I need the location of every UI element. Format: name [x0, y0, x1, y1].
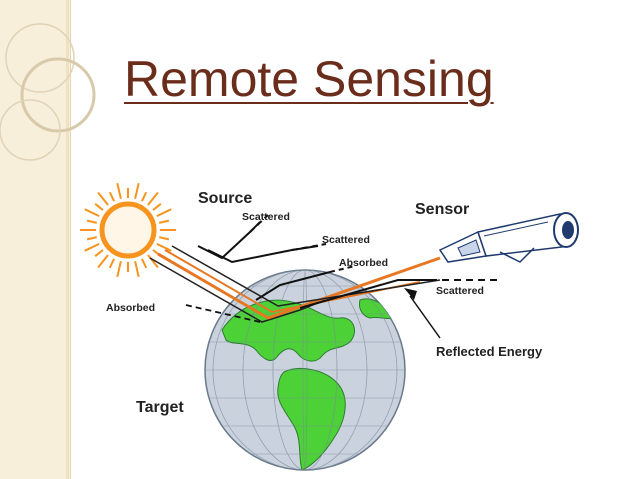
north-america-landmass: [221, 299, 355, 362]
sun-ray: [140, 191, 148, 202]
south-america-landmass: [277, 368, 346, 470]
sun-ray: [97, 191, 109, 206]
scatter-path-3: [299, 279, 430, 309]
deco-ring-middle: [20, 57, 96, 133]
sun-ray: [116, 182, 122, 200]
sun-ray: [84, 208, 100, 218]
reflected-energy-arrowhead: [404, 288, 417, 300]
sun-icon: [80, 182, 176, 278]
absorbed-dash-top: [329, 265, 356, 273]
label-scattered-2: Scattered: [322, 234, 370, 246]
label-scattered-3: Scattered: [436, 285, 484, 297]
label-sensor: Sensor: [415, 201, 469, 218]
reflected-ray-orange: [164, 249, 421, 314]
sun-ray: [134, 182, 140, 200]
sun-ray: [84, 242, 100, 252]
satellite-sensor-icon: [438, 212, 579, 263]
sun-ray: [97, 254, 109, 269]
sun-ray: [152, 203, 162, 211]
sun-ray: [86, 236, 98, 241]
absorbed-dash-left: [185, 304, 261, 323]
sun-ray: [140, 258, 148, 269]
label-reflected-energy: Reflected Energy: [436, 344, 543, 359]
label-scattered-1: Scattered: [242, 211, 290, 223]
sun-rays: [80, 182, 176, 278]
sun-ray: [147, 254, 159, 269]
sun-disc: [99, 201, 157, 259]
sun-ray: [156, 208, 172, 218]
globe-grid: [205, 270, 405, 470]
label-absorbed-2: Absorbed: [106, 302, 155, 314]
sensor-mount: [499, 247, 535, 263]
sun-ray: [94, 203, 104, 211]
scattered-dash-1: [249, 214, 269, 233]
incident-ray-orange: [157, 252, 441, 320]
reflected-energy-pointer: [409, 295, 441, 339]
deco-ring-top: [5, 23, 75, 93]
scatter-path-1: [197, 221, 261, 260]
reflected-ray-black: [171, 245, 441, 307]
decorative-rings: [0, 23, 96, 161]
label-source: Source: [198, 190, 252, 207]
sensor-panel-line: [483, 221, 549, 237]
sun-ray: [116, 260, 122, 278]
sun-ray: [108, 191, 116, 202]
slide-edge-panel: [0, 0, 71, 479]
slide-title: Remote Sensing: [124, 51, 494, 107]
europe-landmass: [359, 298, 393, 320]
sun-ray: [86, 219, 98, 224]
sun-ray: [94, 249, 104, 257]
scattered-dash-2: [291, 243, 327, 251]
sun-ray: [158, 236, 170, 241]
sun-ray: [156, 242, 172, 252]
sun-ray: [108, 258, 116, 269]
sun-ray: [158, 219, 170, 224]
sun-ray: [134, 260, 140, 278]
deco-ring-bottom: [0, 99, 61, 161]
sensor-back-core: [562, 221, 574, 239]
slide-edge-stripe: [66, 0, 69, 479]
scatter-path-2: [207, 245, 319, 264]
energy-paths: [149, 214, 500, 339]
label-absorbed-1: Absorbed: [339, 257, 388, 269]
sun-ray: [147, 191, 159, 206]
label-target: Target: [136, 399, 184, 416]
absorbed-path-top: [255, 271, 331, 301]
sensor-lens: [457, 239, 481, 257]
